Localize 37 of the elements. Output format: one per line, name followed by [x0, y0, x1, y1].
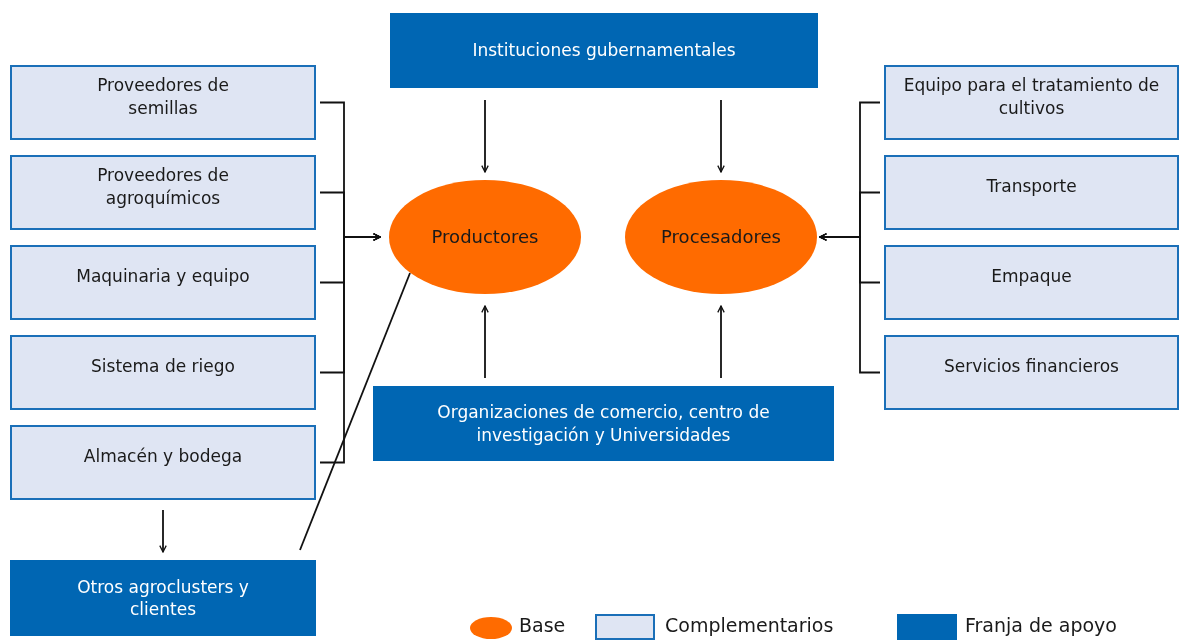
complementary-box: [884, 65, 1179, 140]
complementary-box: [884, 245, 1179, 320]
complementary-box: [884, 335, 1179, 410]
legend-label: Complementarios: [665, 614, 834, 636]
arrow: [319, 233, 381, 464]
node-label: Productores: [430, 225, 540, 249]
arrow: [481, 99, 489, 173]
node-label: Sistema de riego: [90, 355, 236, 378]
complementary-box: [884, 155, 1179, 230]
node-label: Proveedores de semillas: [96, 74, 230, 119]
node-label: Organizaciones de comercio, centro de investigación y Universidades: [436, 401, 771, 446]
node-label: Almacén y bodega: [82, 445, 244, 468]
node-label: Empaque: [990, 265, 1073, 288]
arrow: [159, 509, 167, 553]
arrow: [717, 99, 725, 173]
node-label: Procesadores: [660, 225, 782, 249]
complementary-box: [10, 245, 316, 320]
complementary-box: [10, 425, 316, 500]
node-label: Proveedores de agroquímicos: [96, 164, 230, 209]
node-label: Instituciones gubernamentales: [471, 39, 737, 62]
connector-line: [299, 272, 411, 551]
complementary-box: [10, 65, 316, 140]
legend-label: Franja de apoyo: [965, 614, 1117, 636]
node-label: Otros agroclusters y clientes: [76, 575, 250, 621]
node-label: Maquinaria y equipo: [75, 265, 251, 288]
node-label: Transporte: [985, 175, 1078, 198]
support-box: [10, 560, 316, 636]
node-label: Servicios financieros: [943, 355, 1120, 378]
arrow: [819, 233, 881, 374]
complementary-box: [10, 155, 316, 230]
support-box: [373, 386, 834, 461]
complementary-box: [10, 335, 316, 410]
node-label: Equipo para el tratamiento de cultivos: [902, 74, 1161, 119]
support-box: [390, 13, 818, 88]
arrow: [717, 305, 725, 379]
arrow: [481, 305, 489, 379]
legend-label: Base: [519, 614, 566, 636]
